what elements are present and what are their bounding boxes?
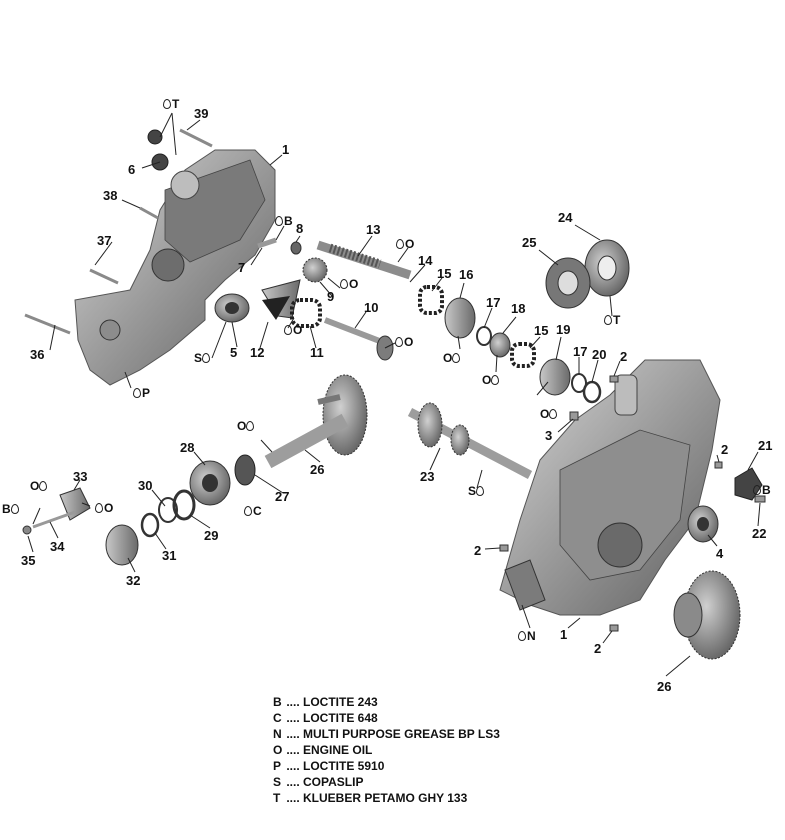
product-marker: S (468, 485, 485, 497)
droplet-icon (163, 99, 171, 109)
callout: 39 (194, 106, 209, 121)
callout: 17 (486, 295, 501, 310)
callout: 19 (556, 322, 571, 337)
callout: 26 (657, 679, 672, 694)
droplet-icon (39, 481, 48, 491)
callout: 10 (364, 300, 379, 315)
callout: 24 (558, 210, 573, 225)
callout: 31 (162, 548, 177, 563)
callout: 26 (310, 462, 325, 477)
callout: 22 (752, 526, 767, 541)
callout: 25 (522, 235, 537, 250)
droplet-icon (10, 504, 19, 514)
droplet-icon (340, 279, 348, 289)
droplet-icon (133, 388, 141, 398)
legend-row: O .... ENGINE OIL (273, 743, 373, 757)
product-marker: P (133, 387, 150, 399)
droplet-icon (246, 421, 255, 431)
callout: 6 (128, 162, 136, 177)
callout: 1 (282, 142, 290, 157)
callout: 11 (310, 345, 324, 360)
product-marker: B (753, 484, 771, 496)
product-marker: T (604, 314, 620, 326)
legend-row: C .... LOCTITE 648 (273, 711, 378, 725)
callout: 33 (73, 469, 88, 484)
callout: 13 (366, 222, 381, 237)
product-marker: S (194, 352, 211, 364)
callout: 2 (594, 641, 602, 656)
callout: 32 (126, 573, 141, 588)
callout: 16 (459, 267, 474, 282)
callout: 36 (30, 347, 45, 362)
legend-row: T .... KLUEBER PETAMO GHY 133 (273, 791, 468, 805)
callout: 7 (238, 260, 246, 275)
product-marker: O (482, 374, 500, 386)
callout: 5 (230, 345, 238, 360)
callout: 14 (418, 253, 433, 268)
product-marker: O (540, 408, 558, 420)
product-marker: B (275, 215, 293, 227)
callout: 38 (103, 188, 118, 203)
callout: 23 (420, 469, 435, 484)
droplet-icon (395, 337, 403, 347)
callout: 29 (204, 528, 219, 543)
callout: 9 (327, 289, 335, 304)
callout: 21 (758, 438, 773, 453)
callout: 35 (21, 553, 36, 568)
callout: 18 (511, 301, 526, 316)
droplet-icon (491, 375, 500, 385)
callout: 37 (97, 233, 112, 248)
product-marker: N (518, 630, 536, 642)
droplet-icon (753, 485, 761, 495)
callout: 2 (474, 543, 482, 558)
product-marker: O (284, 324, 302, 336)
callout: 15 (534, 323, 549, 338)
callout: 27 (275, 489, 290, 504)
droplet-icon (518, 631, 526, 641)
droplet-icon (284, 325, 292, 335)
droplet-icon (95, 503, 103, 513)
droplet-icon (604, 315, 612, 325)
lubricant-legend: B .... LOCTITE 243 C .... LOCTITE 648 N … (273, 694, 500, 806)
callout: 2 (620, 349, 628, 364)
callout: 17 (573, 344, 588, 359)
droplet-icon (202, 353, 211, 363)
droplet-icon (452, 353, 461, 363)
callout: 34 (50, 539, 65, 554)
product-marker: O (340, 278, 358, 290)
callout: 28 (180, 440, 195, 455)
callout: 15 (437, 266, 452, 281)
product-marker: O (30, 480, 48, 492)
legend-row: P .... LOCTITE 5910 (273, 759, 385, 773)
legend-row: B .... LOCTITE 243 (273, 695, 378, 709)
droplet-icon (476, 486, 485, 496)
callout: 4 (716, 546, 724, 561)
product-marker: O (237, 420, 255, 432)
callout: 1 (560, 627, 568, 642)
product-marker: B (2, 503, 20, 515)
product-marker: O (443, 352, 461, 364)
product-marker: O (395, 336, 413, 348)
callout: 8 (296, 221, 304, 236)
droplet-icon (549, 409, 558, 419)
droplet-icon (396, 239, 404, 249)
callout: 20 (592, 347, 607, 362)
droplet-icon (275, 216, 283, 226)
legend-row: S .... COPASLIP (273, 775, 364, 789)
product-marker: T (163, 98, 179, 110)
product-marker: O (396, 238, 414, 250)
callout: 3 (545, 428, 553, 443)
callout: 12 (250, 345, 265, 360)
legend-row: N .... MULTI PURPOSE GREASE BP LS3 (273, 727, 500, 741)
droplet-icon (244, 506, 252, 516)
callout: 2 (721, 442, 729, 457)
callout: 30 (138, 478, 153, 493)
product-marker: C (244, 505, 262, 517)
product-marker: O (95, 502, 113, 514)
